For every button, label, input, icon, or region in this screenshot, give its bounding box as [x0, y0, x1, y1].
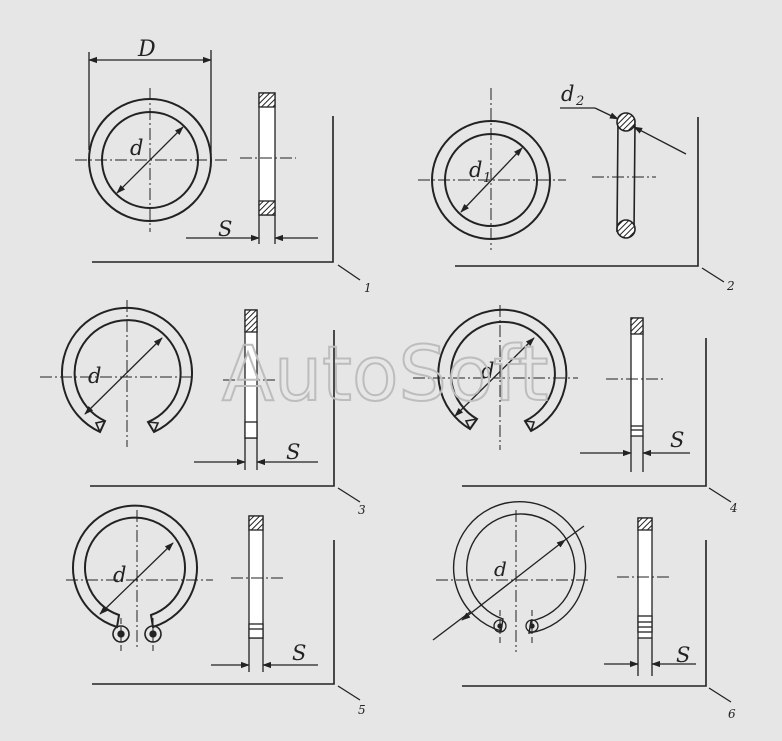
fig2-dim-d2-sub: 2 — [575, 94, 584, 109]
figure-6 — [432, 501, 732, 703]
fig4-number: 4 — [729, 501, 738, 515]
watermark: AutoSoft — [222, 329, 548, 418]
fig1-dim-d: d — [130, 136, 143, 160]
figure-3 — [40, 300, 361, 503]
fig3-dim-d: d — [88, 364, 101, 388]
fig3-dim-s: S — [286, 440, 300, 464]
fig6-dim-s: S — [676, 643, 690, 667]
fig5-number: 5 — [358, 703, 366, 717]
fig1-dim-s: S — [218, 217, 232, 241]
fig4-dim-d: d — [481, 359, 494, 383]
fig4-dim-s: S — [670, 428, 684, 452]
fig1-dim-D: D — [137, 37, 156, 62]
fig2-number: 2 — [726, 279, 735, 293]
fig2-dim-d1: d — [469, 158, 482, 182]
fig6-number: 6 — [728, 707, 736, 721]
fig3-number: 3 — [358, 503, 366, 517]
fig5-dim-d: d — [113, 563, 126, 587]
fig6-dim-d: d — [494, 557, 507, 581]
figure-4 — [413, 305, 732, 503]
figure-5 — [66, 504, 361, 701]
fig2-dim-d2: d — [561, 82, 574, 106]
fig5-dim-s: S — [292, 641, 306, 665]
figure-1 — [75, 50, 361, 281]
fig2-dim-d1-sub: 1 — [483, 171, 491, 186]
fig1-number: 1 — [364, 281, 372, 295]
figure-2 — [418, 88, 725, 283]
